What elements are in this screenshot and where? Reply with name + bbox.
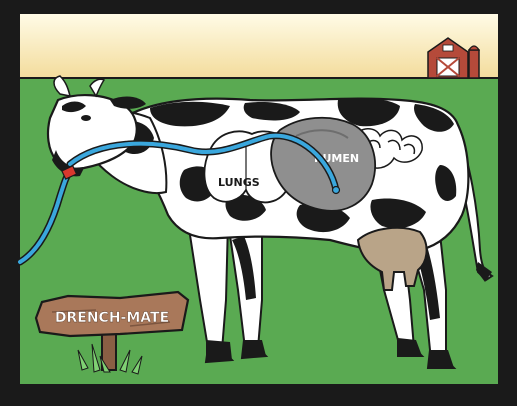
tube-tip <box>331 185 341 195</box>
barn-icon <box>427 37 469 79</box>
tube-nozzle <box>61 165 78 180</box>
sign-label: DRENCH-MATE <box>55 310 169 326</box>
drench-mate-sign: DRENCH-MATE <box>34 290 190 371</box>
cow-eye <box>81 115 91 121</box>
sign-board <box>34 290 190 338</box>
cow-ear <box>110 96 146 109</box>
cow-udder <box>356 226 428 291</box>
drench-tube <box>16 132 341 266</box>
silo-icon <box>467 45 481 79</box>
grass-tuft-icon <box>77 343 143 375</box>
lungs-label: LUNGS <box>218 176 260 189</box>
sky <box>20 14 498 78</box>
